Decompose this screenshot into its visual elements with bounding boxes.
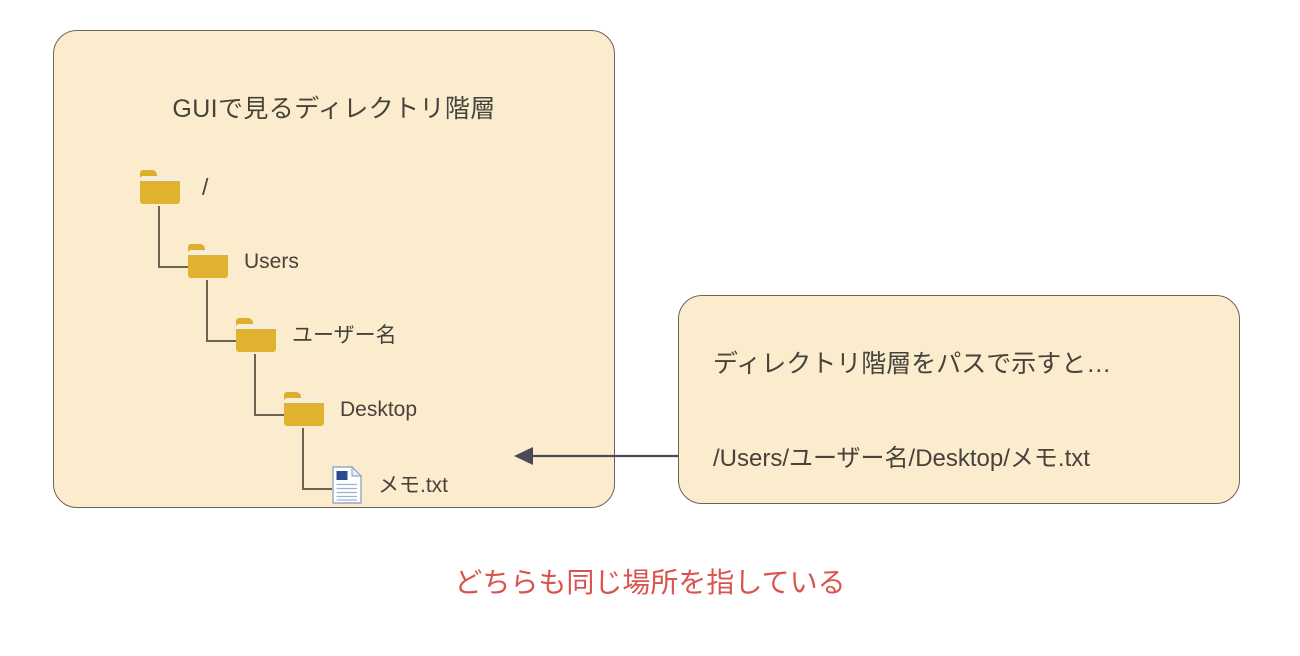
tree-connector-users-to-username (206, 280, 236, 342)
directory-tree: / Users ユーザー名 Desktop (54, 31, 614, 507)
tree-item-username[interactable]: ユーザー名 (236, 313, 397, 357)
tree-connector-desktop-to-memo (302, 428, 332, 490)
folder-icon (140, 170, 180, 204)
path-notation-panel: ディレクトリ階層をパスで示すと… /Users/ユーザー名/Desktop/メモ… (678, 295, 1240, 504)
gui-hierarchy-panel: GUIで見るディレクトリ階層 / Users (53, 30, 615, 508)
tree-connector-username-to-desktop (254, 354, 284, 416)
tree-item-desktop[interactable]: Desktop (284, 387, 417, 431)
tree-item-label: メモ.txt (378, 473, 449, 497)
tree-item-label: / (202, 173, 209, 200)
caption-text: どちらも同じ場所を指している (454, 567, 846, 598)
folder-icon (284, 392, 324, 426)
gui-panel-title: GUIで見るディレクトリ階層 (172, 95, 496, 123)
path-panel-heading: ディレクトリ階層をパスで示すと… (713, 350, 1112, 378)
path-value-text: /Users/ユーザー名/Desktop/メモ.txt (713, 445, 1090, 472)
tree-item-label: ユーザー名 (292, 323, 397, 347)
tree-connector-root-to-users (158, 206, 188, 268)
folder-icon (188, 244, 228, 278)
tree-item-root[interactable]: / (140, 165, 208, 209)
left-arrow-icon (505, 436, 690, 476)
tree-item-label: Users (244, 249, 299, 273)
tree-item-users[interactable]: Users (188, 239, 299, 283)
folder-icon (236, 318, 276, 352)
tree-item-memo-txt[interactable]: メモ.txt (332, 463, 448, 507)
tree-item-label: Desktop (340, 397, 418, 421)
text-file-icon (332, 466, 362, 504)
